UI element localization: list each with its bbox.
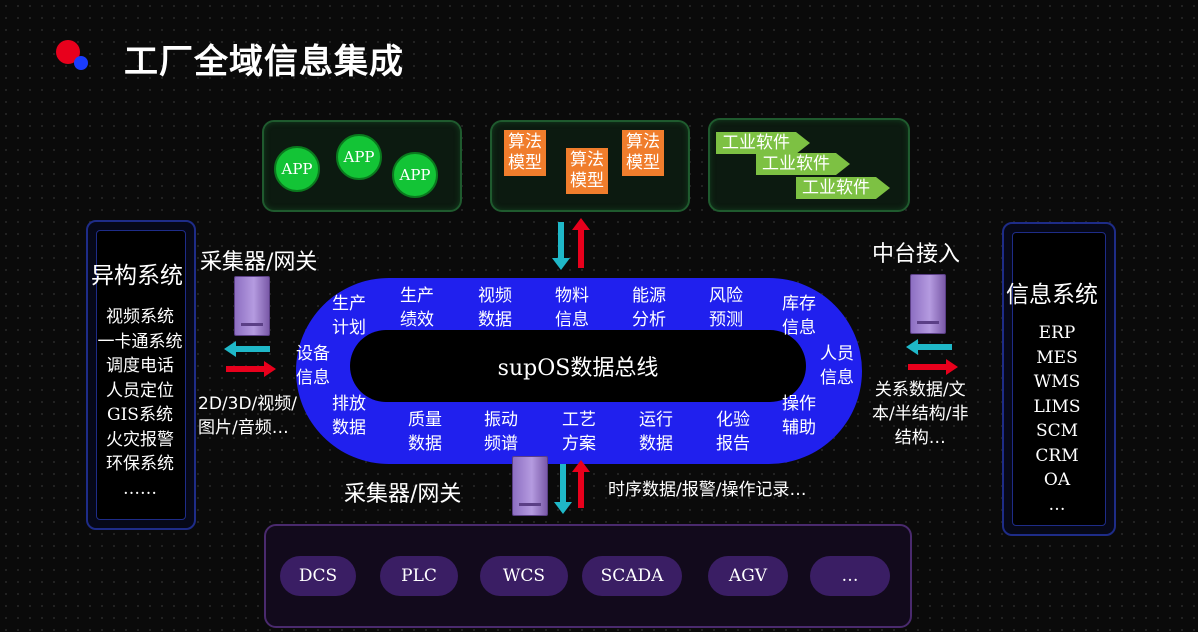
list-item: 人员定位: [106, 380, 174, 401]
industrial-software-tag: 工业软件: [796, 177, 890, 199]
data-bus-core: [350, 330, 806, 402]
list-item: CRM: [1035, 445, 1079, 466]
list-item: SCM: [1035, 421, 1079, 441]
field-system-pill: DCS: [280, 556, 356, 596]
bus-topic: 风险 预测: [709, 286, 743, 330]
right-data-types: 关系数据/文 本/半结构/非 结构…: [872, 380, 969, 448]
heterogeneous-systems-panel: [86, 220, 196, 530]
bus-topic: 设备 信息: [296, 344, 330, 388]
list-item: 调度电话: [106, 356, 174, 376]
heterogeneous-systems-list: 视频系统 一卡通系统 调度电话 人员定位 GIS系统 火灾报警 环保系统 ……: [86, 305, 194, 501]
bus-topic: 视频 数据: [478, 286, 512, 330]
list-item: 火灾报警: [106, 429, 174, 450]
gateway-server-icon: [910, 274, 946, 334]
page-title: 工厂全域信息集成: [124, 42, 404, 82]
middle-access-label: 中台接入: [872, 242, 961, 267]
list-item: …: [1048, 494, 1066, 515]
list-item: ERP: [1038, 323, 1076, 343]
list-item: MES: [1036, 347, 1078, 368]
bus-topic: 人员 信息: [820, 344, 854, 388]
bus-topic: 质量 数据: [408, 410, 442, 454]
gateway-bottom-label: 采集器/网关: [344, 482, 462, 507]
bus-topic: 振动 频谱: [484, 410, 518, 454]
bidirectional-arrow-left: [224, 341, 276, 377]
bottom-data-types: 时序数据/报警/操作记录…: [608, 480, 807, 500]
field-system-pill: SCADA: [582, 556, 682, 596]
bus-topic: 生产 绩效: [400, 286, 434, 330]
software-panel: 工业软件 工业软件 工业软件: [708, 118, 910, 212]
app-node: APP: [336, 134, 382, 180]
app-panel: APP APP APP: [262, 120, 462, 212]
algorithm-model: 算法 模型: [566, 148, 608, 194]
algorithm-model: 算法 模型: [504, 130, 546, 176]
heterogeneous-systems-title: 异构系统: [91, 263, 183, 289]
bus-topic: 库存 信息: [782, 294, 816, 338]
app-node: APP: [392, 152, 438, 198]
left-data-types: 2D/3D/视频/ 图片/音频…: [198, 394, 297, 438]
gateway-server-icon: [234, 276, 270, 336]
industrial-software-tag: 工业软件: [756, 153, 850, 175]
bus-topic: 工艺 方案: [562, 410, 596, 454]
field-system-pill: …: [810, 556, 890, 596]
information-systems-list: ERP MES WMS LIMS SCM CRM OA …: [1002, 321, 1112, 517]
information-systems-title: 信息系统: [1006, 282, 1098, 308]
list-item: LIMS: [1033, 396, 1081, 417]
list-item: 视频系统: [106, 307, 174, 327]
bus-topic: 物料 信息: [555, 286, 589, 330]
list-item: ……: [123, 478, 157, 499]
logo-blue-dot: [74, 56, 88, 70]
bus-topic: 能源 分析: [632, 286, 666, 330]
list-item: 一卡通系统: [97, 331, 183, 352]
bus-topic: 生产 计划: [332, 294, 366, 338]
list-item: 环保系统: [106, 454, 174, 474]
algorithm-panel: 算法 模型 算法 模型 算法 模型: [490, 120, 690, 212]
algorithm-model: 算法 模型: [622, 130, 664, 176]
list-item: OA: [1043, 470, 1071, 490]
bus-topic: 排放 数据: [332, 394, 366, 438]
list-item: WMS: [1033, 372, 1081, 392]
gateway-left-label: 采集器/网关: [200, 250, 318, 275]
bus-topic: 化验 报告: [716, 410, 750, 454]
field-system-pill: WCS: [480, 556, 568, 596]
data-bus-label: supOS数据总线: [497, 356, 659, 381]
industrial-software-tag: 工业软件: [716, 132, 810, 154]
bidirectional-arrow-right: [906, 339, 958, 375]
field-system-pill: PLC: [380, 556, 458, 596]
bus-topic: 运行 数据: [639, 410, 673, 454]
bidirectional-arrow-bottom: [554, 460, 590, 514]
bus-topic: 操作 辅助: [782, 394, 816, 438]
gateway-server-icon: [512, 456, 548, 516]
list-item: GIS系统: [107, 405, 173, 425]
field-system-pill: AGV: [708, 556, 788, 596]
bidirectional-arrow-top: [552, 218, 590, 270]
information-systems-panel: [1002, 222, 1116, 536]
app-node: APP: [274, 146, 320, 192]
